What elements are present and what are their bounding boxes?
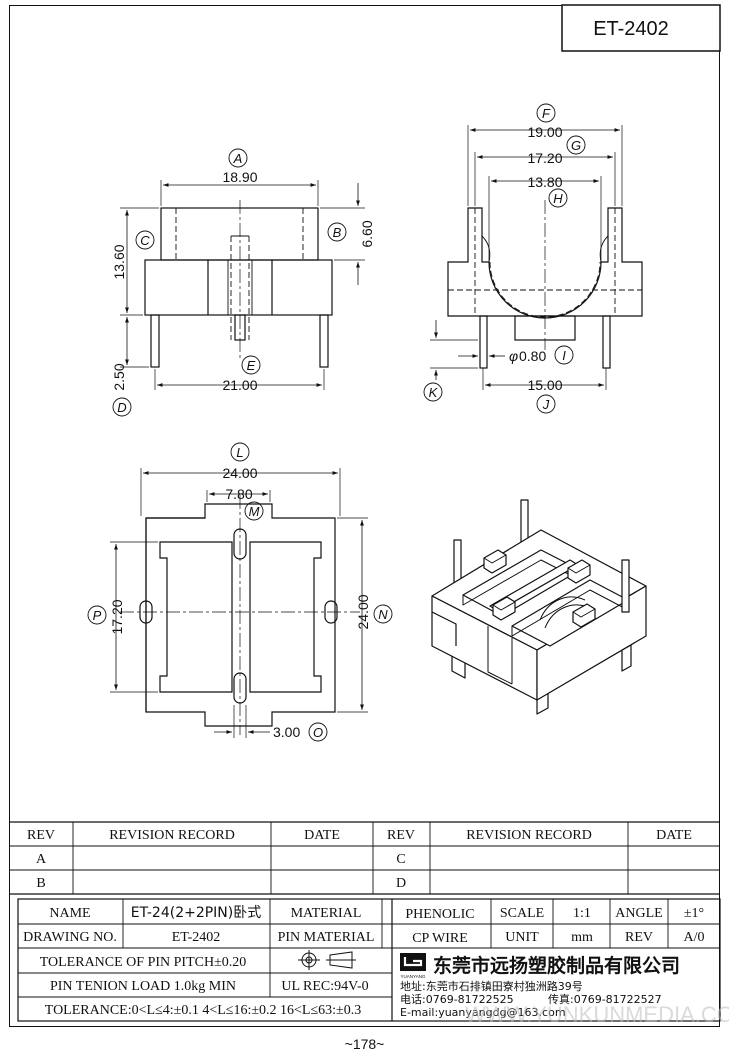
- dim-h-value: 13.80: [527, 174, 562, 190]
- label-m: M: [249, 504, 260, 519]
- isometric-view: [431, 499, 647, 715]
- company-email: E-mail:yuanyangdg@163.com: [400, 1006, 566, 1019]
- label-j: J: [542, 397, 550, 412]
- dim-o-value: 3.00: [273, 724, 300, 740]
- info-table: [17, 898, 721, 1022]
- drawing-sheet: [9, 5, 720, 1027]
- angle-label: ANGLE: [615, 906, 662, 921]
- rev-label: REV: [625, 930, 653, 945]
- dim-a-value: 18.90: [222, 169, 257, 185]
- title-box: ET-2402: [561, 4, 721, 52]
- part-number: ET-2402: [593, 18, 669, 40]
- side-view-labels: F 19.00 G 17.20 13.80 H φ 0.80 I 15.00 J…: [423, 103, 586, 414]
- date-header-2: DATE: [656, 828, 692, 843]
- company-block: YUANYANG 东莞市远扬塑胶制品有限公司 地址:东莞市石排镇田寮村独洲路39…: [400, 953, 729, 1027]
- projection-symbol-icon: [298, 950, 356, 970]
- rev-header-1: REV: [27, 828, 55, 843]
- drawing-no-value: ET-2402: [172, 930, 220, 945]
- label-d: D: [117, 400, 126, 415]
- logo-text: YUANYANG: [401, 974, 426, 979]
- dim-i-value: 0.80: [519, 348, 546, 364]
- label-o: O: [313, 725, 323, 740]
- scale-value: 1:1: [573, 906, 591, 921]
- name-label: NAME: [49, 906, 90, 921]
- dim-n-value: 24.00: [355, 594, 371, 629]
- rev-row-c: C: [396, 852, 405, 867]
- label-f: F: [542, 106, 551, 121]
- label-a: A: [233, 151, 243, 166]
- label-c: C: [140, 233, 150, 248]
- rev-row-a: A: [36, 852, 47, 867]
- bottom-view: [110, 468, 368, 738]
- label-h: H: [553, 191, 563, 206]
- revision-table: [9, 821, 720, 895]
- label-k: K: [429, 385, 439, 400]
- side-view: [430, 125, 643, 390]
- dim-j-value: 15.00: [527, 377, 562, 393]
- dim-m-value: 7.80: [225, 486, 252, 502]
- dim-b-value: 6.60: [359, 220, 375, 247]
- rev-row-b: B: [36, 876, 45, 891]
- date-header-1: DATE: [304, 828, 340, 843]
- tolerance-pin-pitch: TOLERANCE OF PIN PITCH±0.20: [40, 955, 247, 970]
- label-b: B: [333, 225, 342, 240]
- dim-p-value: 17.20: [109, 599, 125, 634]
- revision-record-header-1: REVISION RECORD: [109, 828, 235, 843]
- dim-g-value: 17.20: [527, 150, 562, 166]
- label-l: L: [236, 445, 243, 460]
- dim-f-value: 19.00: [527, 124, 562, 140]
- rev-row-d: D: [396, 876, 406, 891]
- revision-table-text: REV REVISION RECORD DATE REV REVISION RE…: [27, 828, 692, 891]
- company-phone: 电话:0769-81722525: [400, 993, 514, 1006]
- company-fax: 传真:0769-81722527: [548, 992, 662, 1006]
- name-value: ET-24(2+2PIN)卧式: [131, 905, 262, 921]
- scale-label: SCALE: [500, 906, 544, 921]
- front-view: [120, 180, 365, 390]
- material-value: PHENOLIC: [405, 907, 474, 922]
- label-p: P: [93, 608, 102, 623]
- ul-rating: UL REC:94V-0: [281, 979, 368, 994]
- label-g: G: [571, 138, 581, 153]
- dim-e-value: 21.00: [222, 377, 257, 393]
- rev-value: A/0: [684, 930, 705, 945]
- dim-d-value: 2.50: [111, 363, 127, 390]
- company-address: 地址:东莞市石排镇田寮村独洲路39号: [400, 979, 583, 993]
- page-number: ~178~: [344, 1036, 385, 1052]
- pin-tension: PIN TENION LOAD 1.0kg MIN: [50, 979, 236, 994]
- label-e: E: [247, 358, 256, 373]
- revision-record-header-2: REVISION RECORD: [466, 828, 592, 843]
- material-label: MATERIAL: [291, 906, 362, 921]
- info-table-text: NAME ET-24(2+2PIN)卧式 MATERIAL PHENOLIC S…: [23, 905, 704, 1018]
- pin-material-value: CP WIRE: [412, 931, 468, 946]
- dim-c-value: 13.60: [111, 244, 127, 279]
- rev-header-2: REV: [387, 828, 415, 843]
- angle-value: ±1°: [684, 906, 704, 921]
- label-n: N: [378, 607, 388, 622]
- diameter-symbol: φ: [509, 348, 518, 364]
- dim-l-value: 24.00: [222, 465, 257, 481]
- label-i: I: [562, 348, 566, 363]
- drawing-no-label: DRAWING NO.: [23, 930, 117, 945]
- front-view-labels: 18.90 A 21.00 E B 6.60 C 13.60 2.50 D: [111, 148, 375, 417]
- bottom-view-labels: L 24.00 7.80 M 24.00 N 17.20 P 3.00 O: [87, 442, 393, 742]
- tolerance-general: TOLERANCE:0<L≤4:±0.1 4<L≤16:±0.2 16<L≤63…: [45, 1003, 361, 1018]
- unit-label: UNIT: [505, 930, 539, 945]
- company-logo-icon: YUANYANG: [400, 953, 426, 979]
- company-name: 东莞市远扬塑胶制品有限公司: [433, 954, 680, 977]
- watermark: WWW.YUNKUNMEDIA.COM: [465, 1002, 729, 1027]
- unit-value: mm: [571, 930, 593, 945]
- pin-material-label: PIN MATERIAL: [278, 930, 375, 945]
